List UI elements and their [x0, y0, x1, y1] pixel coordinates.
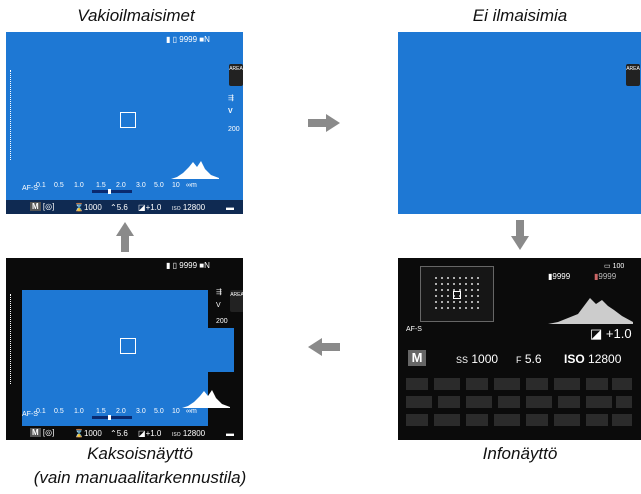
film-iso: 200 [216, 318, 228, 325]
area-icon: AREA [229, 64, 243, 86]
af-point-map [420, 266, 494, 322]
iso: ISO 12800 [564, 352, 622, 366]
settings-grid [406, 376, 634, 436]
quality-icon: ■ [199, 35, 205, 44]
film-iso: 200 [228, 126, 240, 133]
shutter-speed: ⌛1000 [74, 429, 102, 438]
exposure-scale [10, 294, 15, 384]
exposure-scale [10, 70, 15, 160]
film-sim-icon: V [216, 302, 221, 309]
frames-counter: ▮ ▯ 9999 ■N [166, 261, 210, 270]
battery-level: ▭ 100 [604, 263, 625, 270]
screen-no-indicators: AREA [398, 32, 641, 214]
focus-frame[interactable] [120, 338, 136, 354]
shutter-speed: SS 1000 [456, 352, 499, 366]
caption-info: Infonäyttö [482, 444, 558, 463]
histogram [171, 161, 219, 179]
arrow-up-icon [116, 222, 134, 252]
af-mode: AF-S [406, 326, 422, 333]
caption-standard: Vakioilmaisimet [77, 6, 195, 25]
iso: ISO 12800 [172, 429, 206, 438]
frames-counter: ▮ ▯ 9999 ■N [166, 35, 210, 44]
frames-left: ▮9999 [548, 272, 571, 281]
histogram [182, 390, 230, 408]
status-bar: M [◎] ⌛1000 ⌃5.6 ◪+1.0 ISO 12800 ▬ [6, 426, 243, 440]
focus-assist-view [174, 328, 234, 372]
status-bar: M [◎] ⌛1000 ⌃5.6 ◪+1.0 ISO 12800 ▬ [6, 200, 243, 214]
exposure-comp: ◪ +1.0 [590, 326, 632, 341]
arrow-left-icon [308, 338, 340, 356]
arrow-right-icon [308, 114, 340, 132]
battery-icon: ▬ [226, 203, 234, 212]
mode-badge: M [408, 350, 426, 366]
af-mode: AF-S [22, 411, 38, 418]
aperture: F 5.6 [516, 352, 542, 366]
focus-frame[interactable] [120, 112, 136, 128]
af-mode: AF-S [22, 185, 38, 192]
distance-scale: 0.1 0.5 1.0 1.5 2.0 3.0 5.0 10 ∞m [36, 182, 201, 194]
metering-icon: [◎] [42, 428, 55, 437]
caption-dual: Kaksoisnäyttö [87, 444, 193, 463]
film-sim-icon: V [228, 108, 233, 115]
exposure-comp: ◪+1.0 [138, 203, 162, 212]
stabilizer-icon: ⇶ [216, 289, 222, 296]
caption-dual-note: (vain manuaalitarkennustila) [33, 468, 247, 487]
screen-dual: ▮ ▯ 9999 ■N AREA ⇶ V 200 AF-S 0.1 0.5 1.… [6, 258, 243, 440]
caption-no-indicators: Ei ilmaisimia [472, 6, 568, 25]
card-icon: ▮ ▯ [166, 35, 180, 44]
mode-badge: M [30, 202, 41, 211]
area-icon: AREA [626, 64, 640, 86]
mode-badge: M [30, 428, 41, 437]
aperture: ⌃5.6 [110, 203, 128, 212]
shutter-speed: ⌛1000 [74, 203, 102, 212]
battery-icon: ▬ [226, 429, 234, 438]
arrow-down-icon [511, 220, 529, 250]
screen-standard: ▮ ▯ 9999 ■N AREA ⇶ V 200 AF-S 0.1 0.5 1.… [6, 32, 243, 214]
screen-info: ▭ 100 ▮9999 ▮9999 AF-S ◪ +1.0 M SS 1000 … [398, 258, 641, 440]
distance-scale: 0.1 0.5 1.0 1.5 2.0 3.0 5.0 10 ∞m [36, 408, 201, 420]
histogram [548, 298, 633, 324]
frames-right: ▮9999 [594, 272, 617, 281]
metering-icon: [◎] [42, 202, 55, 211]
area-icon: AREA [230, 290, 243, 312]
stabilizer-icon: ⇶ [228, 95, 234, 102]
exposure-comp: ◪+1.0 [138, 429, 162, 438]
iso: ISO 12800 [172, 203, 206, 212]
aperture: ⌃5.6 [110, 429, 128, 438]
